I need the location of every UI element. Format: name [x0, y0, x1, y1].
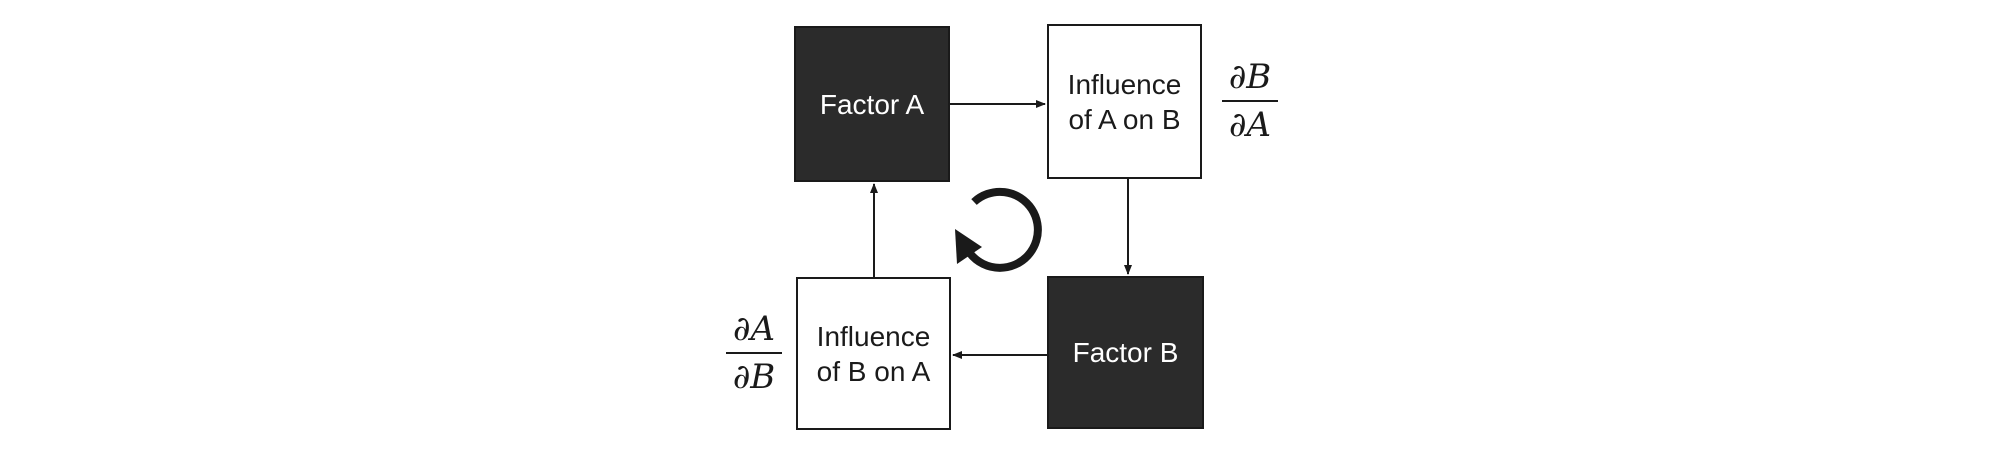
influence-a-on-b-line2: of A on B	[1068, 103, 1181, 135]
fraction-bar	[726, 352, 782, 354]
factor-b-label: Factor B	[1072, 337, 1179, 368]
factor-a-label: Factor A	[819, 88, 925, 120]
influence-a-on-b-box: Influence of A on B	[1047, 24, 1202, 179]
fraction-bar	[1222, 100, 1278, 102]
influence-a-on-b-line1: Influence	[1067, 68, 1182, 100]
factor-a-box: Factor A	[794, 26, 950, 182]
influence-b-on-a-line2: of B on A	[816, 355, 931, 387]
partial-db-da-denominator: ∂A	[1228, 105, 1272, 145]
partial-da-db-denominator: ∂B	[732, 357, 776, 397]
influence-b-on-a-box: Influence of B on A	[796, 277, 951, 430]
clockwise-loop-arrow-icon	[955, 187, 1042, 272]
partial-derivative-db-da: ∂B ∂A	[1222, 60, 1278, 142]
partial-db-da-numerator: ∂B	[1228, 57, 1272, 97]
partial-derivative-da-db: ∂A ∂B	[726, 312, 782, 394]
influence-b-on-a-line1: Influence	[816, 320, 931, 352]
factor-b-box: Factor B	[1047, 276, 1204, 429]
partial-da-db-numerator: ∂A	[732, 309, 776, 349]
